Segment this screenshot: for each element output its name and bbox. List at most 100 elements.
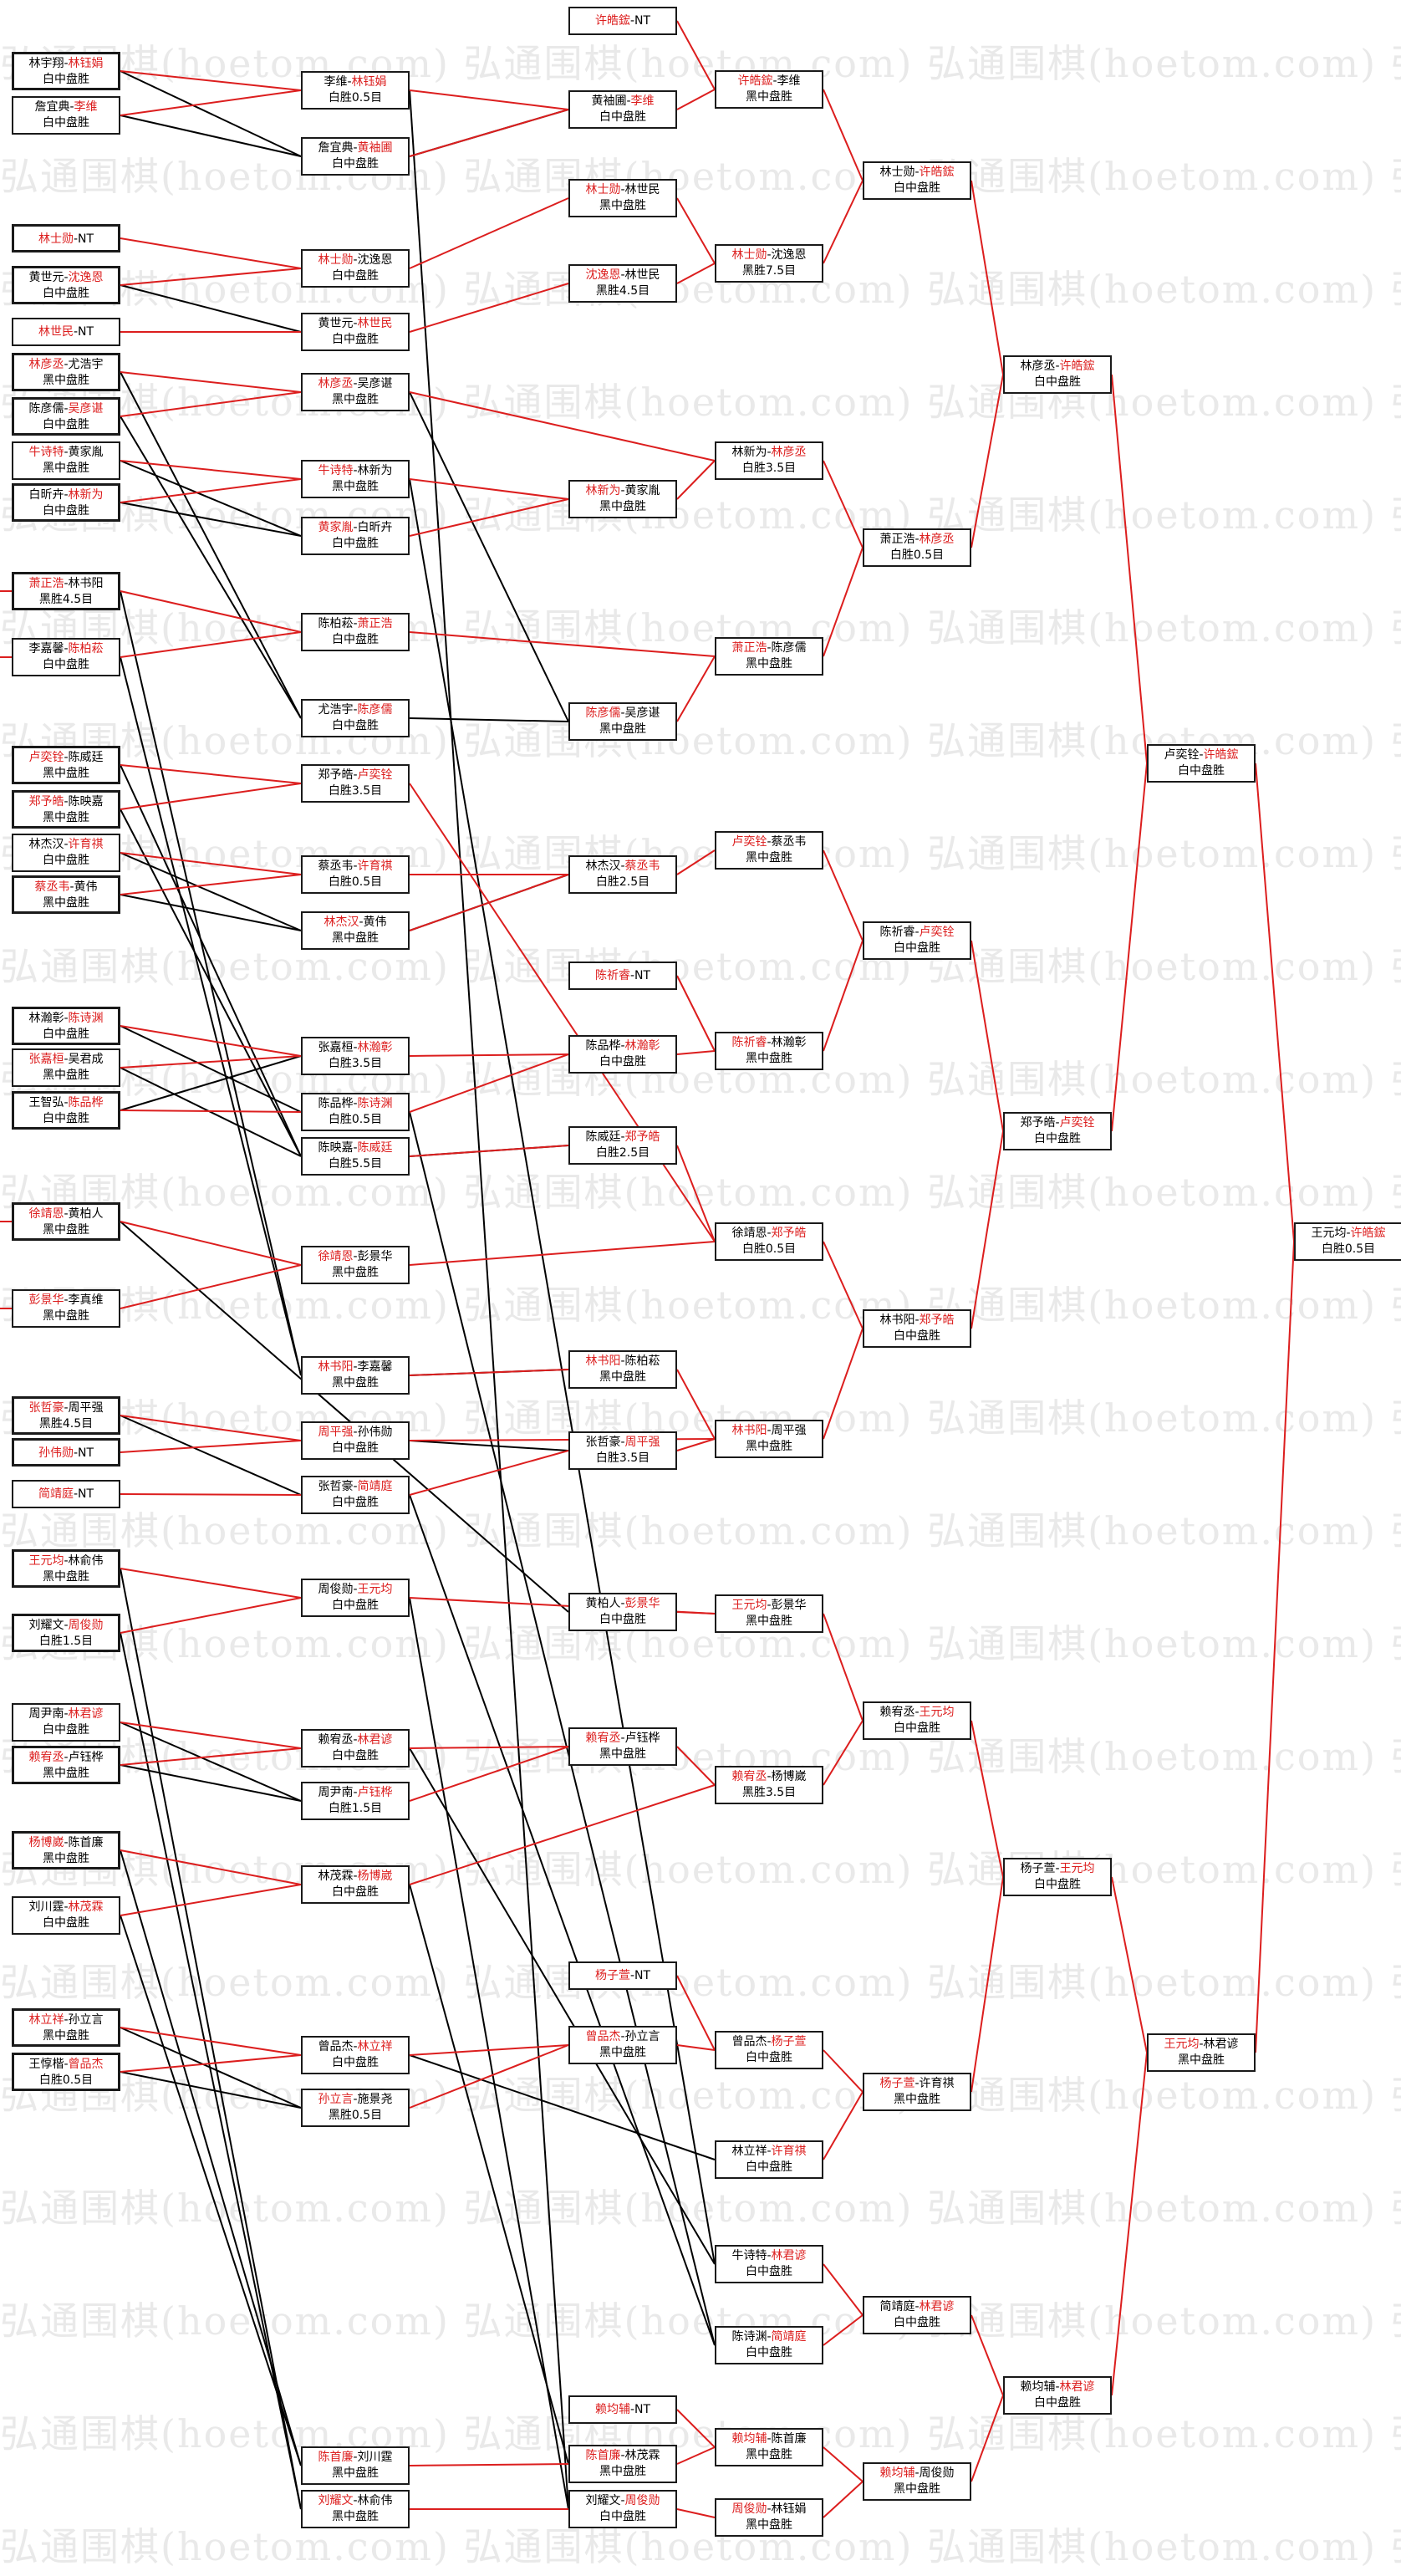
player-white: 彭景华 (771, 1599, 807, 1612)
player-white: 陈映嘉 (68, 795, 104, 809)
player-black: 陈彦儒 (585, 706, 621, 720)
player-white: 林书阳 (68, 577, 104, 590)
round-1-match-box: 刘耀文-周俊勋白胜1.5目 (12, 1614, 120, 1652)
player-white: 林世民 (624, 268, 660, 282)
round-4-match-box: 林士勋-沈逸恩黑胜7.5目 (715, 244, 823, 283)
match-result: 白胜3.5目 (328, 1057, 383, 1070)
round-3-match-box: 林士勋-林世民黑中盘胜 (568, 179, 677, 217)
bracket-connector-line (120, 371, 302, 719)
player-black: 曾品杰 (585, 2030, 621, 2043)
player-white: 沈逸恩 (771, 248, 807, 262)
round-1-match-box: 林杰汉-许育祺白中盘胜 (12, 834, 120, 872)
player-black: 林杰汉 (28, 838, 64, 851)
bracket-connector-line (120, 764, 302, 1157)
player-white: 周平强 (771, 1424, 807, 1437)
player-white: 周俊勋 (624, 2494, 660, 2507)
vs-separator: - (914, 926, 920, 939)
player-black: 徐靖恩 (28, 1207, 64, 1221)
player-white: 吴彦谌 (68, 402, 104, 416)
round-3-match-box: 赖宥丞-卢钰桦黑中盘胜 (568, 1727, 677, 1766)
vs-separator: - (767, 1599, 772, 1612)
player-black: 杨子萱 (1020, 1862, 1056, 1875)
bracket-connector-line (120, 1025, 302, 1113)
match-players: 刘川霆-林茂霖 (13, 1900, 119, 1915)
match-players: 周俊勋-王元均 (303, 1582, 408, 1598)
match-result: 黑中盘胜 (43, 374, 89, 387)
round-2-match-box: 黄家胤-白昕卉白中盘胜 (301, 517, 410, 555)
round-1-match-box: 詹宜典-李维白中盘胜 (12, 96, 120, 135)
match-result: 黑胜4.5目 (595, 284, 650, 298)
bracket-connector-line (1111, 1876, 1148, 2053)
round-4-match-box: 林书阳-周平强黑中盘胜 (715, 1420, 823, 1458)
player-black: 赖宥丞 (28, 1751, 64, 1764)
match-result: 白胜2.5目 (595, 1146, 650, 1160)
player-black: 王元均 (28, 1554, 64, 1568)
match-players: 牛诗特-林君谚 (716, 2248, 822, 2264)
player-white: 孙立言 (68, 2013, 104, 2027)
bracket-connector-line (120, 502, 302, 537)
match-result: 黑中盘胜 (746, 657, 792, 671)
bracket-connector-line (409, 391, 716, 462)
player-white: NT (78, 232, 94, 246)
round-1-match-box: 牛诗特-黄家胤黑中盘胜 (12, 441, 120, 480)
round-3-match-box: 陈祈睿-NT (568, 962, 677, 990)
match-players: 孙立言-施景尧 (303, 2092, 408, 2108)
bracket-connector-line (823, 547, 864, 657)
bracket-connector-line (120, 2054, 302, 2073)
bracket-connector-line (676, 1975, 716, 2051)
match-result: 黑中盘胜 (746, 1052, 792, 1065)
match-result: 白中盘胜 (332, 333, 379, 346)
match-result: 白中盘胜 (332, 1749, 379, 1762)
player-black: 卢奕铨 (731, 835, 767, 849)
match-result: 白中盘胜 (1178, 764, 1225, 778)
vs-separator: - (64, 1900, 69, 1914)
player-black: 林彦丞 (318, 377, 354, 390)
match-result: 黑中盘胜 (599, 2046, 646, 2059)
round-4-match-box: 牛诗特-林君谚白中盘胜 (715, 2245, 823, 2283)
player-white: 陈诗渊 (68, 1012, 104, 1025)
player-white: 林君谚 (1059, 2380, 1095, 2394)
match-players: 萧正浩-陈彦儒 (716, 640, 822, 656)
vs-separator: - (73, 232, 79, 246)
player-black: 白昕卉 (28, 488, 64, 502)
match-result: 白中盘胜 (1034, 1132, 1081, 1145)
match-players: 曾品杰-杨子萱 (716, 2034, 822, 2050)
match-players: 王元均-林俞伟 (14, 1553, 118, 1569)
vs-separator: - (1199, 748, 1204, 762)
match-players: 周平强-孙伟勋 (303, 1425, 408, 1441)
vs-separator: - (353, 617, 358, 630)
match-players: 林书阳-郑予皓 (864, 1313, 970, 1329)
player-black: 陈首廉 (585, 2449, 621, 2462)
match-players: 林新为-林彦丞 (716, 445, 822, 461)
vs-separator: - (767, 248, 772, 262)
round-5-match-box: 赖均辅-周俊勋黑中盘胜 (863, 2462, 971, 2501)
round-4-match-box: 徐靖恩-郑予皓白胜0.5目 (715, 1222, 823, 1261)
match-players: 林士勋-许皓鋐 (864, 165, 970, 181)
match-result: 黑中盘胜 (43, 1570, 89, 1584)
vs-separator: - (353, 2494, 358, 2507)
match-players: 周尹南-林君谚 (13, 1706, 119, 1722)
player-white: 许皓鋐 (919, 166, 955, 179)
vs-separator: - (767, 1770, 772, 1783)
match-result: 白胜0.5目 (38, 2074, 94, 2087)
match-result: 白中盘胜 (43, 854, 89, 867)
round-2-match-box: 林茂霖-杨博崴白中盘胜 (301, 1865, 410, 1904)
bracket-connector-line (120, 391, 302, 417)
round-2-match-box: 郑予皓-卢奕铨白胜3.5目 (301, 764, 410, 803)
player-white: 吴彦谌 (357, 377, 393, 390)
round-1-match-box: 林瀚彰-陈诗渊白中盘胜 (12, 1007, 120, 1045)
vs-separator: - (353, 768, 358, 782)
round-2-match-box: 陈品桦-陈诗渊白胜0.5目 (301, 1093, 410, 1131)
vs-separator: - (64, 642, 69, 655)
bracket-connector-line (676, 1050, 716, 1055)
bracket-connector-line (409, 631, 716, 657)
round-1-match-box: 王惇楷-曾品杰白胜0.5目 (12, 2053, 120, 2091)
player-black: 周尹南 (318, 1786, 354, 1799)
player-white: 施景尧 (357, 2093, 393, 2106)
vs-separator: - (73, 325, 79, 339)
round-7-match-box: 卢奕铨-许皓鋐白中盘胜 (1147, 744, 1256, 783)
player-white: 林彦丞 (771, 446, 807, 459)
match-result: 白胜0.5目 (889, 548, 945, 562)
match-result: 黑中盘胜 (332, 393, 379, 406)
bracket-connector-line (120, 590, 302, 633)
